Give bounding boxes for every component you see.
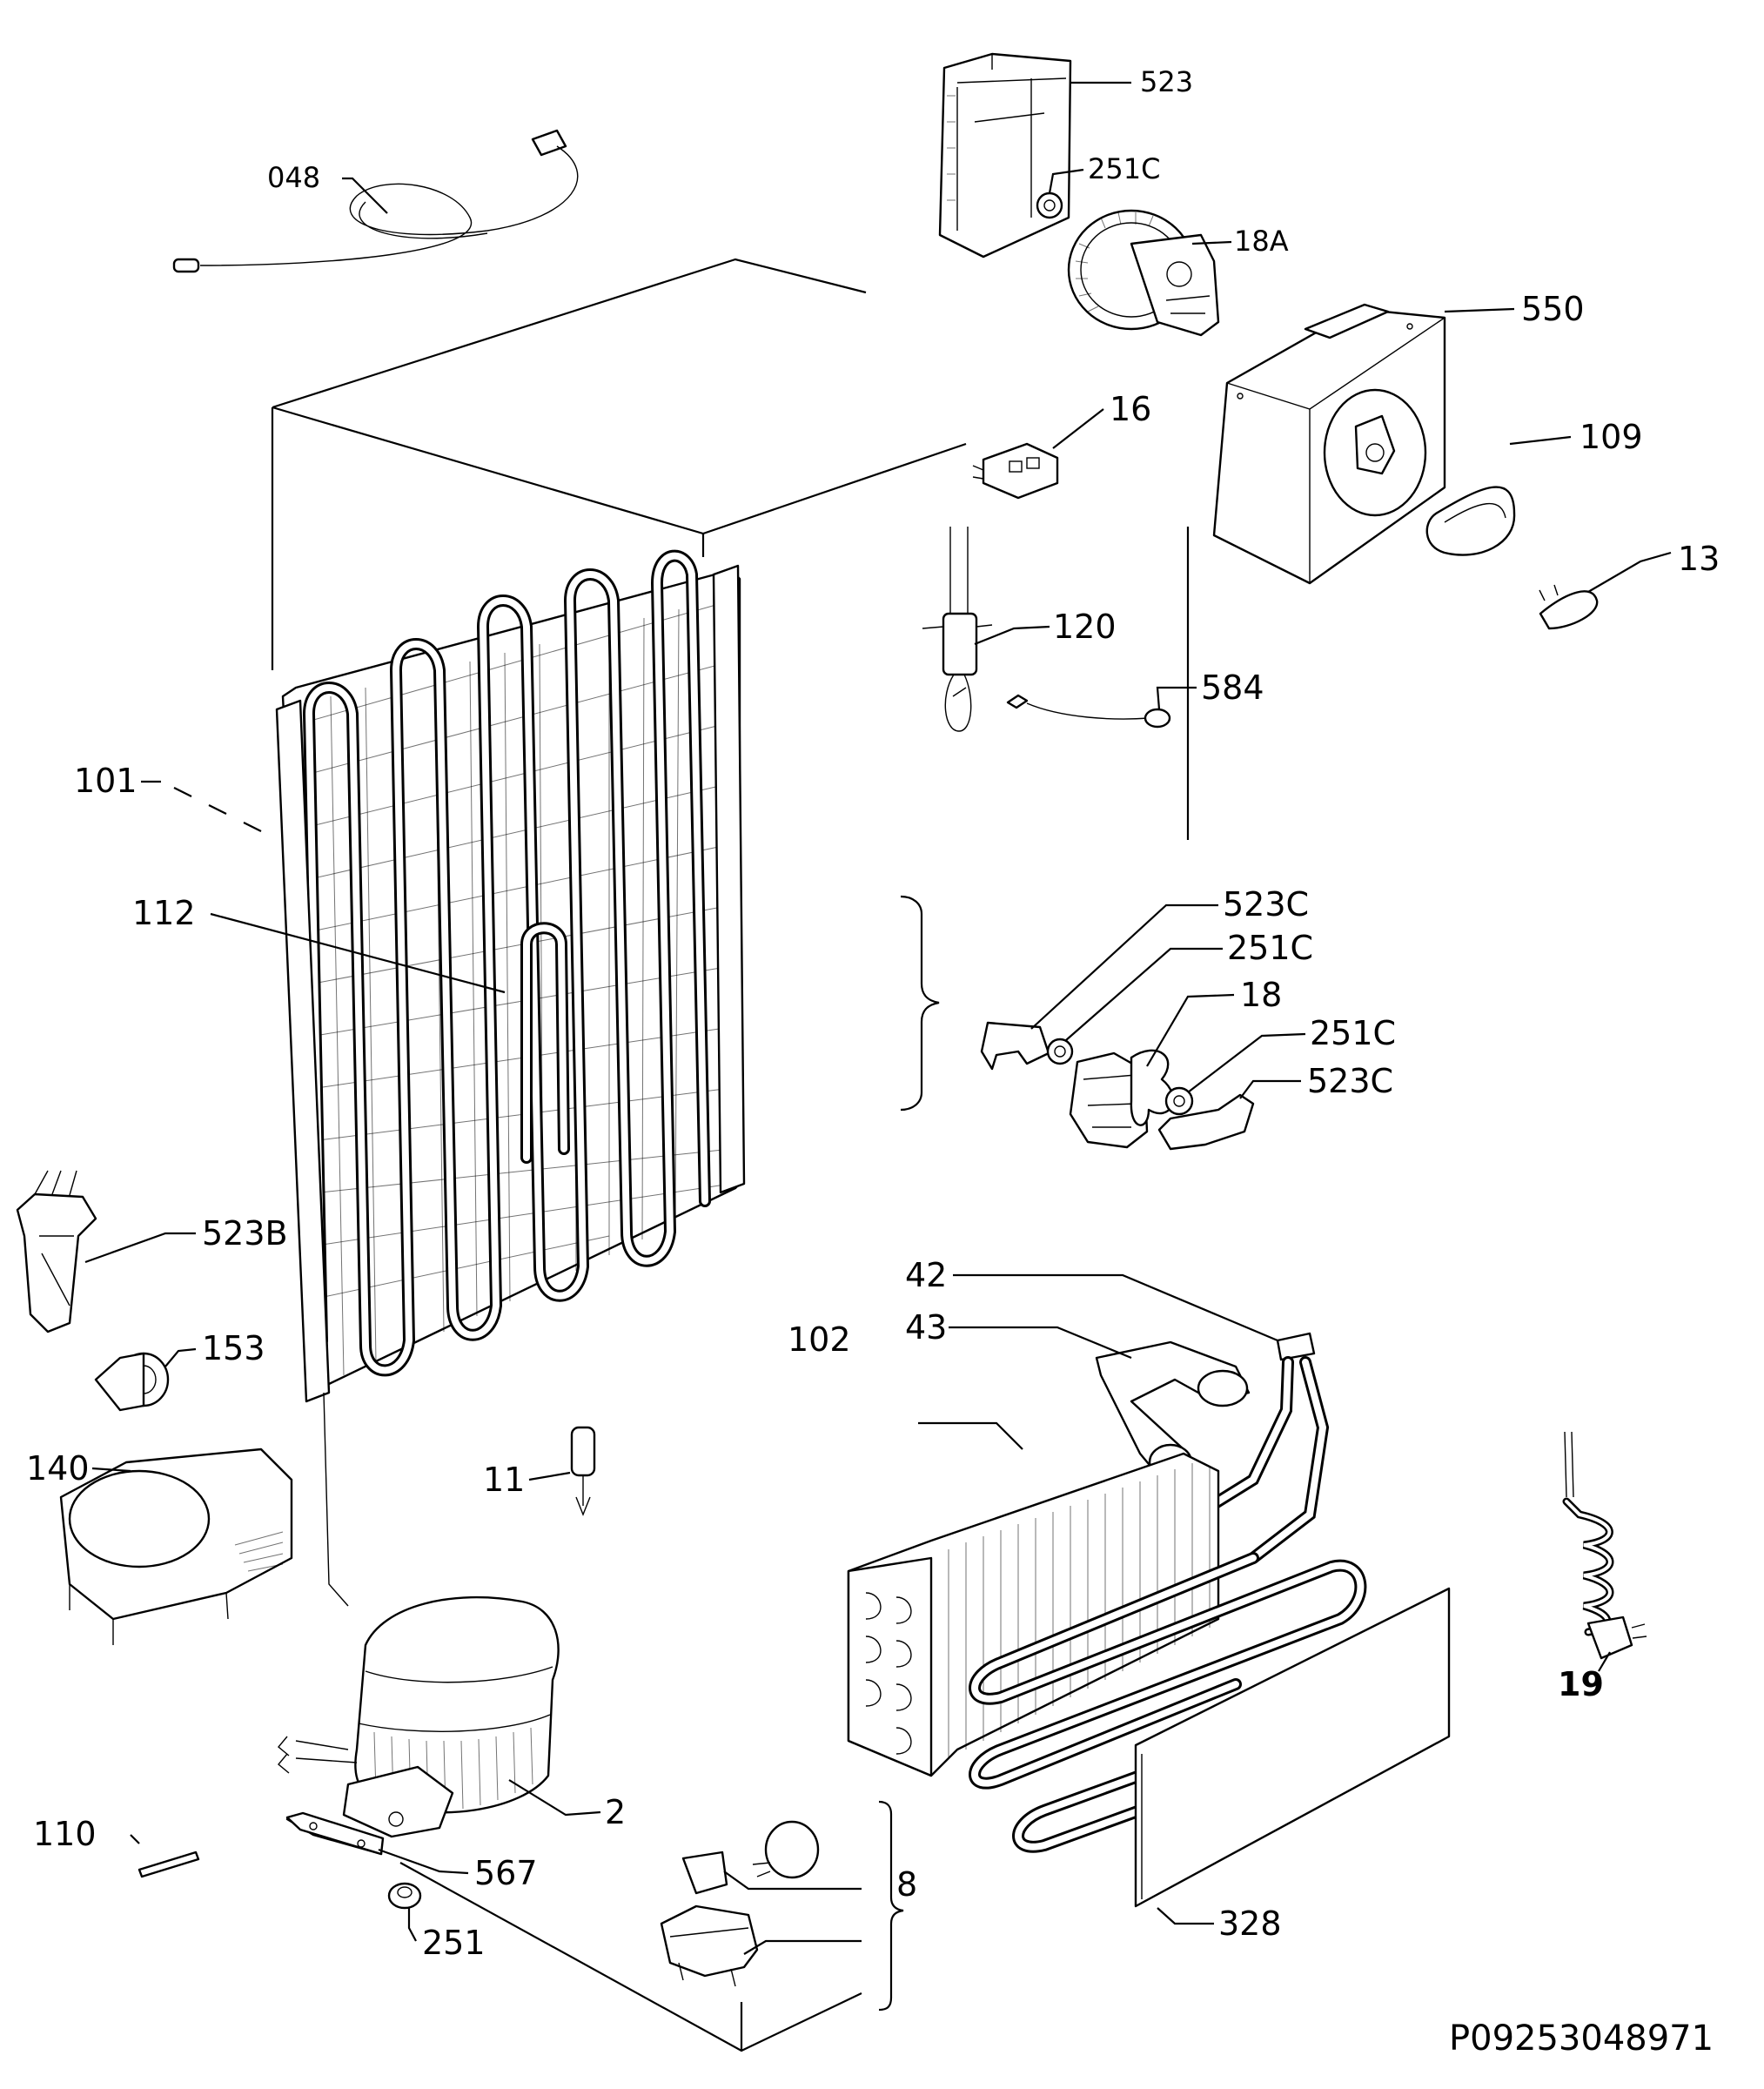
label-19: 19 [1558,1665,1604,1703]
fan-motor-part [1067,209,1220,337]
label-251c-2: 251C [1227,929,1313,967]
label-13: 13 [1678,540,1720,578]
label-523b: 523B [202,1214,288,1253]
label-120: 120 [1053,608,1117,646]
fan-housing-part [938,52,1072,259]
label-42: 42 [905,1256,947,1294]
label-43: 43 [905,1308,947,1347]
drip-tray-part [59,1448,293,1645]
label-16: 16 [1110,390,1151,428]
lamp-part [1539,584,1599,630]
label-140: 140 [26,1449,90,1488]
heater-cable-part [1562,1431,1647,1660]
label-567: 567 [474,1854,538,1892]
wire-lead-part [1006,694,1171,729]
insulation-plate-part [1134,1587,1451,1908]
part-labels: 048 523 251C 18A 550 16 109 13 120 584 1… [26,65,1720,2059]
label-251c-top: 251C [1088,152,1160,185]
label-048: 048 [267,161,320,194]
document-id: P09253048971 [1449,2018,1714,2059]
small-parts [137,1811,422,1910]
condenser-part [275,549,746,1607]
label-18: 18 [1240,976,1282,1014]
label-18a: 18A [1234,225,1289,258]
label-251: 251 [422,1924,486,1962]
label-8: 8 [896,1865,917,1904]
label-153: 153 [202,1329,265,1367]
label-523: 523 [1140,65,1193,98]
fan-motor-group-part [980,1021,1255,1151]
evaporator-part [847,1452,1367,1853]
fitting-part [570,1426,596,1516]
evaporator-cover-part [1212,303,1446,585]
label-328: 328 [1218,1904,1282,1943]
switch-part [972,442,1059,500]
label-2: 2 [605,1793,626,1831]
thermostat-part [922,527,993,732]
relay-group-part [660,1820,820,1987]
label-523c-2: 523C [1307,1062,1393,1100]
label-251c-3: 251C [1310,1014,1396,1052]
sensor-cable-part [172,129,579,273]
label-523c-1: 523C [1223,885,1309,924]
clip-part [16,1170,97,1333]
label-109: 109 [1580,418,1643,456]
leader-lines [84,81,1672,2012]
label-112: 112 [132,894,196,932]
label-102: 102 [788,1320,851,1359]
label-11: 11 [483,1461,525,1499]
compressor-part [278,1595,560,1838]
label-550: 550 [1521,290,1585,328]
bushing-part [94,1352,170,1412]
label-101: 101 [74,762,137,800]
label-110: 110 [33,1815,97,1853]
cabinet-outline [271,258,1190,2052]
label-584: 584 [1201,668,1264,707]
lamp-cover-part [1425,486,1516,556]
